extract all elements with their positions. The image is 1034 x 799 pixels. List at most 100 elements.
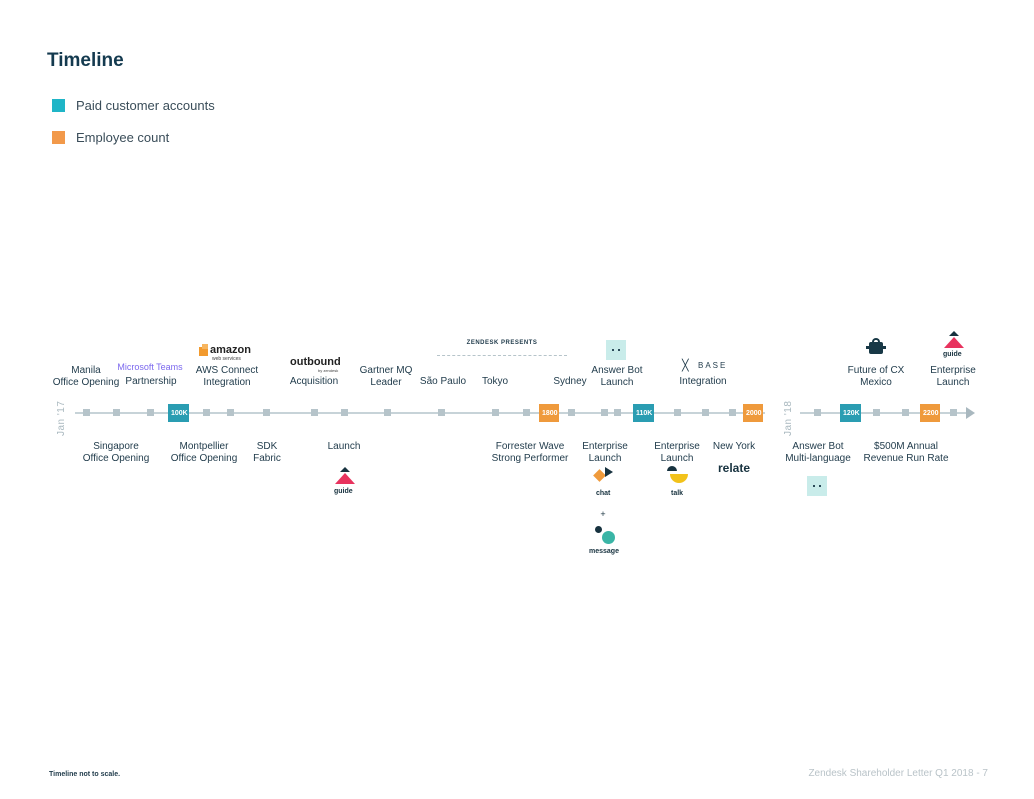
timeline-axis-2017 [75, 412, 765, 414]
guide-triangle-icon [340, 467, 350, 472]
plus-sign: + [600, 509, 606, 519]
presents-heading: ZENDESK PRESENTS [466, 340, 538, 346]
base-wordmark: BASE [698, 361, 728, 370]
timeline-tick [83, 409, 90, 416]
timeline-tick [568, 409, 575, 416]
timeline-tick [902, 409, 909, 416]
timeline-tick [227, 409, 234, 416]
customers-marker-120k: 120K [840, 404, 861, 422]
chat-triangle-icon [605, 467, 613, 477]
year-label-2017: Jan '17 [56, 400, 67, 436]
employees-marker-1800: 1800 [539, 404, 559, 422]
guide-wordmark: guide [943, 351, 962, 358]
timeline-tick [601, 409, 608, 416]
customers-marker-100k: 100K [168, 404, 189, 422]
footer-source: Zendesk Shareholder Letter Q1 2018 - 7 [808, 768, 988, 779]
answer-bot-icon [606, 340, 626, 360]
talk-wordmark: talk [671, 490, 684, 497]
legend-label: Paid customer accounts [76, 97, 215, 113]
outbound-logo: outbound by zendesk [290, 356, 341, 374]
outbound-wordmark: outbound [290, 356, 341, 368]
timeline-arrow-icon [966, 407, 975, 419]
guide-wordmark: guide [334, 488, 353, 495]
timeline-tick [384, 409, 391, 416]
event-guide-launch: Launch [327, 441, 361, 452]
base-x-icon: ╳ [682, 360, 689, 372]
timeline-tick [492, 409, 499, 416]
timeline-tick [729, 409, 736, 416]
legend-item-customers: Paid customer accounts [52, 97, 215, 113]
message-wordmark: message [589, 548, 619, 555]
presents-divider [437, 355, 567, 356]
aws-logo: amazon web services [198, 344, 254, 362]
timeline-tick [873, 409, 880, 416]
message-logo: message [588, 526, 624, 560]
timeline-tick [341, 409, 348, 416]
timeline-tick [523, 409, 530, 416]
year-label-2018: Jan '18 [783, 400, 794, 436]
timeline-tick [950, 409, 957, 416]
base-logo: ╳ BASE [682, 360, 728, 373]
chat-diamond-icon [593, 469, 606, 482]
guide-triangle-icon [949, 331, 959, 336]
timeline-tick [614, 409, 621, 416]
timeline-tick [203, 409, 210, 416]
message-circle-icon [602, 531, 615, 544]
chat-wordmark: chat [596, 490, 611, 497]
future-cx-bot-icon [866, 338, 886, 356]
outbound-subtext: by zendesk [318, 368, 339, 373]
timeline-tick [702, 409, 709, 416]
page-title: Timeline [47, 50, 124, 71]
timeline-tick [113, 409, 120, 416]
message-dot-icon [595, 526, 602, 533]
relate-logo: relate [717, 461, 751, 475]
timeline-tick [814, 409, 821, 416]
guide-top-logo: guide [940, 331, 968, 363]
guide-logo: guide [332, 467, 358, 499]
talk-half-dark-icon [667, 466, 677, 471]
guide-triangle-icon [335, 473, 355, 484]
talk-logo: talk [665, 466, 691, 500]
event-sao-paulo: São Paulo [419, 376, 467, 387]
event-outbound-acquisition: Acquisition [289, 376, 339, 387]
employees-marker-2200: 2200 [920, 404, 940, 422]
event-base-integration: Integration [679, 376, 727, 387]
talk-half-yellow-icon [670, 474, 688, 483]
aws-subtext: web services [212, 356, 241, 362]
answer-bot-icon [807, 476, 827, 496]
legend-label: Employee count [76, 129, 170, 145]
event-tokyo: Tokyo [481, 376, 509, 387]
guide-triangle-icon [944, 337, 964, 348]
timeline-tick [311, 409, 318, 416]
microsoft-teams-logo: Microsoft Teams [117, 362, 183, 372]
footer-note: Timeline not to scale. [49, 771, 121, 778]
customers-marker-110k: 110K [633, 404, 654, 422]
event-sydney: Sydney [553, 376, 587, 387]
bot-arms [866, 346, 886, 349]
timeline-tick [674, 409, 681, 416]
timeline-tick [263, 409, 270, 416]
timeline-axis-2018 [800, 412, 966, 414]
legend-swatch-orange [52, 130, 65, 144]
legend-swatch-teal [52, 98, 65, 112]
bot-antenna [872, 338, 880, 342]
aws-boxes-icon [202, 344, 208, 349]
timeline-tick [438, 409, 445, 416]
event-microsoft-partnership: Partnership [125, 376, 177, 387]
chat-logo: chat [592, 466, 618, 500]
timeline-tick [147, 409, 154, 416]
legend-item-employees: Employee count [52, 129, 169, 145]
aws-boxes-icon [199, 347, 208, 356]
employees-marker-2000: 2000 [743, 404, 763, 422]
